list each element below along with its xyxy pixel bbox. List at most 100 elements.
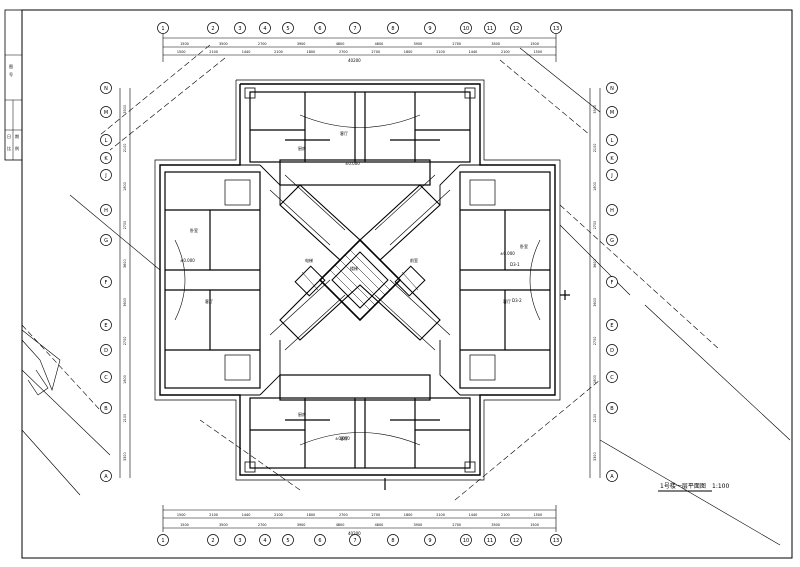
grid-bubble: L	[606, 134, 618, 146]
grid-axis-label: 13	[553, 26, 559, 32]
dimension-text: 3500	[219, 42, 228, 46]
grid-bubble: B	[100, 402, 112, 414]
grid-axis-label: 9	[428, 26, 431, 32]
grid-bubble: D	[606, 344, 618, 356]
grid-bubble: 6	[314, 22, 326, 34]
dimension-text: 2100	[274, 50, 283, 54]
grid-axis-label: 1	[161, 26, 164, 32]
dimension-text: 2100	[501, 513, 510, 517]
level-east: ±0.000	[500, 251, 515, 256]
grid-axis-label: 1	[161, 538, 164, 544]
dimension-text: 1500	[530, 42, 539, 46]
grid-axis-label: H	[104, 208, 108, 214]
grid-bubble: 6	[314, 534, 326, 546]
dimension-text: 2100	[209, 513, 218, 517]
drawing-frame	[21, 9, 793, 559]
north-unit	[244, 87, 476, 186]
grid-axis-label: J	[610, 173, 612, 179]
grid-axis-label: B	[104, 406, 108, 412]
grid-axis-label: 11	[487, 538, 493, 544]
grid-axis-label: J	[104, 173, 106, 179]
title-block-cell: 日	[7, 134, 11, 139]
room-label-west: 客厅	[205, 298, 213, 304]
grid-bubble: 10	[460, 534, 472, 546]
level-north: ±0.000	[345, 161, 360, 166]
grid-bubble: C	[100, 371, 112, 383]
dimension-text: 3600	[593, 259, 597, 268]
grid-bubble: H	[606, 204, 618, 216]
grid-axis-label: M	[104, 110, 108, 116]
room-label-south: 客厅	[340, 435, 348, 441]
grid-bubble: 9	[424, 22, 436, 34]
grid-axis-label: 3	[238, 538, 241, 544]
site-boundary-lines	[21, 44, 791, 546]
grid-bubble: K	[100, 152, 112, 164]
dimension-text: 3300	[593, 105, 597, 114]
grid-axis-label: 2	[211, 538, 214, 544]
title-block-cell: 号	[9, 71, 13, 77]
grid-bubble: B	[606, 402, 618, 414]
room-label-hall: 前室	[410, 257, 418, 263]
overall-dimension-bottom: 40200	[348, 531, 361, 536]
drawing-title: 1号楼一层平面图	[660, 482, 706, 490]
dimension-text: 3300	[123, 452, 127, 461]
dimension-text: 3900	[414, 42, 423, 46]
grid-axis-label: 12	[513, 26, 519, 32]
grid-axis-label: L	[105, 138, 108, 144]
bottom-dimension-chain	[162, 505, 557, 532]
dimension-text: 3300	[593, 452, 597, 461]
grid-axis-label: G	[610, 238, 614, 244]
dimension-text: 2100	[209, 50, 218, 54]
grid-axis-label: 11	[487, 26, 493, 32]
top-dimension-chain	[162, 34, 557, 62]
dimension-text: 1440	[242, 513, 251, 517]
grid-axis-label: L	[611, 138, 614, 144]
grid-bubble: E	[100, 319, 112, 331]
grid-axis-label: 7	[353, 26, 356, 32]
grid-bubble: F	[100, 276, 112, 288]
dimension-text: 3500	[491, 42, 500, 46]
grid-axis-label: N	[610, 86, 614, 92]
grid-axis-label: 2	[211, 26, 214, 32]
dimension-text: 1800	[404, 50, 413, 54]
room-label-bedroom-east: 卧室	[520, 243, 528, 249]
dimension-text: 1500	[177, 513, 186, 517]
side-dimension-texts: 3300210018002700360036002700180021003300…	[123, 105, 597, 461]
grid-bubble: 4	[259, 534, 271, 546]
grid-axis-label: F	[105, 280, 108, 286]
grid-axis-label: D	[104, 348, 108, 354]
grid-bubble: J	[606, 169, 618, 181]
dimension-text: 2700	[452, 42, 461, 46]
dimension-text: 3600	[123, 298, 127, 307]
room-label-elevator: 电梯	[305, 257, 313, 263]
title-block-cell: 比	[7, 145, 11, 151]
dimension-text: 1440	[242, 50, 251, 54]
dimension-text: 4800	[336, 42, 345, 46]
grid-axis-label: A	[104, 474, 108, 480]
title-block: 图 号 日 期 比 例	[4, 9, 23, 161]
room-label-bedroom-west: 卧室	[190, 227, 198, 233]
dimension-text: 2100	[593, 144, 597, 153]
grid-bubble: 2	[207, 534, 219, 546]
dimension-text: 2700	[593, 221, 597, 230]
grid-axis-label: C	[610, 375, 614, 381]
dimension-text: 2700	[371, 513, 380, 517]
grid-axis-label: 10	[463, 538, 469, 544]
grid-axis-label: E	[610, 323, 613, 329]
grid-axis-label: G	[104, 238, 108, 244]
dimension-text: 3300	[123, 105, 127, 114]
grid-axis-label: 8	[391, 26, 394, 32]
building-outline	[154, 79, 561, 481]
level-west: ±0.000	[180, 258, 195, 263]
dimension-text: 2100	[436, 513, 445, 517]
grid-bubble: E	[606, 319, 618, 331]
dimension-text: 2700	[123, 337, 127, 346]
dimension-text: 1500	[533, 50, 542, 54]
grid-bubble: A	[100, 470, 112, 482]
grid-bubble: D	[100, 344, 112, 356]
dimension-text: 4800	[336, 523, 345, 527]
grid-bubble: N	[606, 82, 618, 94]
grid-bubble: 5	[282, 22, 294, 34]
grid-axis-label: 8	[391, 538, 394, 544]
